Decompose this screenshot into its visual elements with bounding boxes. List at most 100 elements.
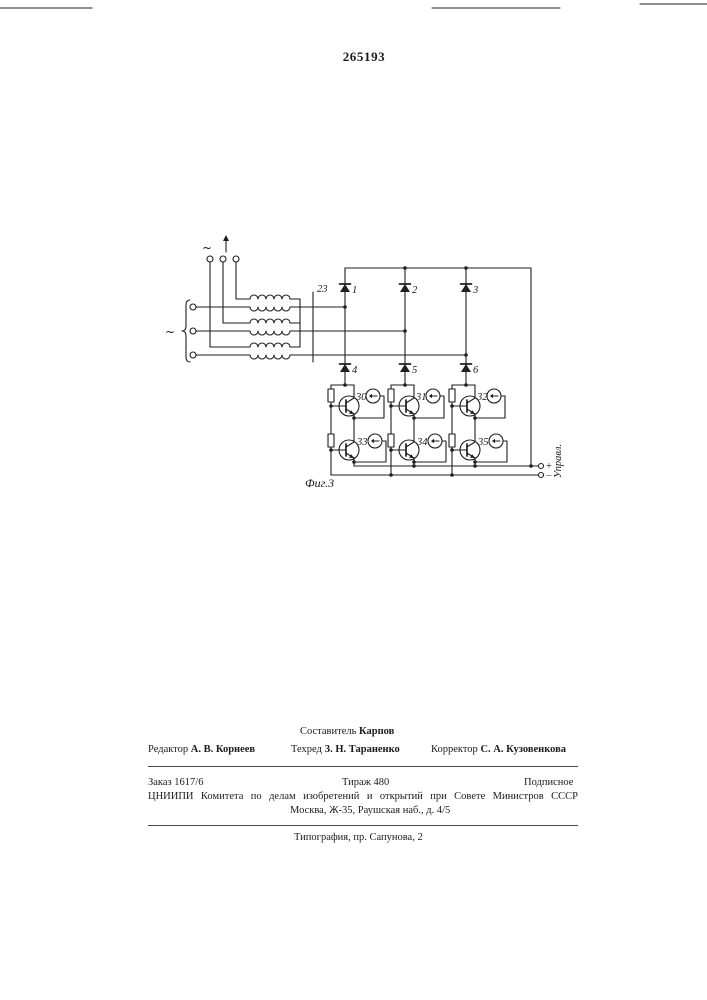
- circulation: Тираж 480: [342, 777, 389, 789]
- optocoupler-lower: [489, 434, 503, 448]
- printing-house: Типография, пр. Сапунова, 2: [294, 832, 423, 844]
- proofreader-label: Корректор: [431, 744, 478, 755]
- resistor: [449, 389, 455, 402]
- compiler-line: Составитель Карпов: [300, 726, 394, 738]
- input-terminal-left-2: [190, 328, 196, 334]
- arrow-left-icon: [429, 394, 432, 398]
- arrow-left-icon: [490, 394, 493, 398]
- optocoupler-lower: [368, 434, 382, 448]
- transistor-label-lower: 35: [477, 437, 489, 448]
- transistor-label-lower: 33: [356, 437, 368, 448]
- control-terminal-minus: [539, 473, 544, 478]
- diode-triangle: [461, 284, 471, 292]
- junction-dot: [403, 383, 407, 387]
- transformer-23: 23: [210, 262, 328, 362]
- ac-symbol-left: ~: [165, 325, 175, 339]
- input-terminal-left-3: [190, 352, 196, 358]
- junction-dot: [464, 266, 468, 270]
- junction-dot: [352, 460, 356, 464]
- diode-6: 6: [461, 364, 480, 376]
- transistor-stage-1: 30 33: [328, 383, 386, 475]
- junction-dot: [352, 416, 356, 420]
- junction-dot: [473, 464, 477, 468]
- junction-dot: [412, 464, 416, 468]
- wire: [406, 385, 414, 403]
- arrow-up-icon: [223, 235, 229, 241]
- diode-triangle: [400, 284, 410, 292]
- optocoupler-upper: [487, 389, 501, 403]
- junction-dot: [450, 448, 454, 452]
- tech-editor-name: З. Н. Тараненко: [325, 744, 400, 755]
- resistor: [388, 434, 394, 447]
- transistor-label-upper: 32: [476, 392, 488, 403]
- diode-2: 2: [400, 284, 419, 296]
- junction-dot: [329, 404, 333, 408]
- junction-dot: [473, 416, 477, 420]
- transistor-lower: [339, 432, 359, 466]
- optocoupler-lower: [428, 434, 442, 448]
- transistor-label-upper: 30: [355, 392, 367, 403]
- junction-dot: [403, 266, 407, 270]
- input-terminal-top-3: [233, 256, 239, 262]
- input-terminal-top-2: [220, 256, 226, 262]
- arrow-left-icon: [371, 439, 374, 443]
- diode-2-label: 2: [412, 285, 418, 296]
- optocoupler-upper: [426, 389, 440, 403]
- junction-dot: [412, 460, 416, 464]
- diode-4: 4: [340, 364, 359, 376]
- institute-line: ЦНИИПИ Комитета по делам изобретений и о…: [148, 791, 578, 803]
- input-terminal-top-1: [207, 256, 213, 262]
- input-bracket: [182, 300, 190, 362]
- secondary-winding-1: [250, 307, 290, 311]
- primary-winding-3: [250, 343, 290, 347]
- junction-dot: [329, 448, 333, 452]
- junction-dot: [412, 416, 416, 420]
- wire: [346, 385, 354, 403]
- diode-3-label: 3: [472, 285, 478, 296]
- transistor-stage-2: 3134: [388, 383, 446, 475]
- diode-triangle: [461, 364, 471, 372]
- diode-triangle: [340, 364, 350, 372]
- junction-dot: [389, 404, 393, 408]
- input-terminal-left-1: [190, 304, 196, 310]
- diode-4-label: 4: [352, 365, 358, 376]
- transistor-lower: [399, 432, 419, 466]
- compiler-label: Составитель: [300, 726, 356, 737]
- primary-winding-1: [250, 295, 290, 299]
- editor-line: Редактор А. В. Корнеев: [148, 744, 255, 756]
- transformer-label: 23: [317, 284, 328, 295]
- resistor: [328, 389, 334, 402]
- junction-dot: [389, 448, 393, 452]
- transistor-label-upper: 31: [415, 392, 427, 403]
- colophon-divider-bottom: [148, 825, 578, 826]
- secondary-winding-3: [250, 355, 290, 359]
- junction-dot: [389, 473, 393, 477]
- diode-triangle: [400, 364, 410, 372]
- diode-5: 5: [400, 364, 418, 376]
- junction-dot: [343, 383, 347, 387]
- resistor: [388, 389, 394, 402]
- control-label: Управл.: [553, 444, 564, 478]
- diode-bridge: 1 4 2 5 3 6: [340, 266, 532, 466]
- address-line: Москва, Ж-35, Раушская наб., д. 4/5: [290, 805, 450, 817]
- minus-sign: −: [546, 471, 552, 482]
- diode-1: 1: [340, 284, 358, 296]
- figure-caption: Фиг.3: [305, 476, 334, 490]
- diode-5-label: 5: [412, 365, 417, 376]
- diode-6-label: 6: [473, 365, 479, 376]
- arrow-left-icon: [492, 439, 495, 443]
- junction-dot: [473, 460, 477, 464]
- control-terminal-plus: [539, 464, 544, 469]
- diode-1-label: 1: [352, 285, 357, 296]
- control-rails: +−Управл.: [331, 444, 564, 482]
- secondary-winding-2: [250, 331, 290, 335]
- junction-dot: [529, 464, 533, 468]
- resistor: [449, 434, 455, 447]
- diode-triangle: [340, 284, 350, 292]
- proofreader-name: С. А. Кузовенкова: [480, 744, 566, 755]
- transistor-stage-3: 32 35: [449, 383, 507, 475]
- compiler-name: Карпов: [359, 726, 394, 737]
- diode-3: 3: [461, 284, 479, 296]
- subscription: Подписное: [524, 777, 573, 789]
